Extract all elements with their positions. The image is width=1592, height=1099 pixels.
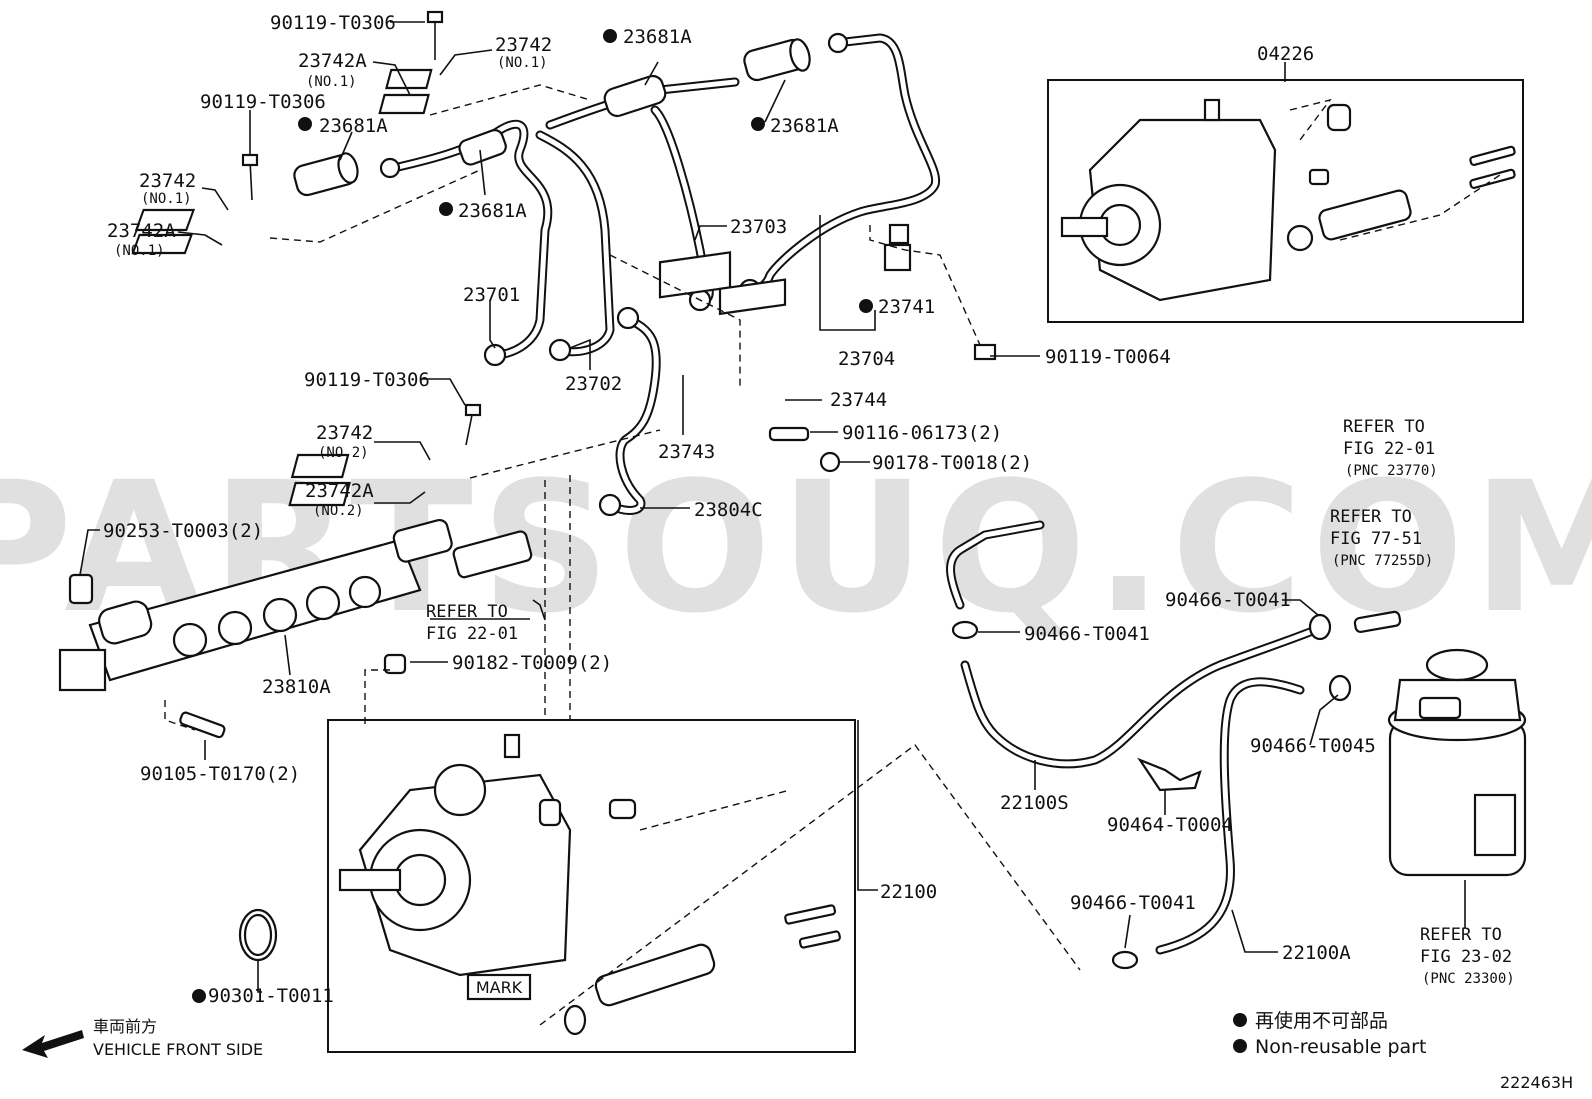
pressure-sensor bbox=[58, 648, 107, 692]
refer-2-line3: (PNC 77255D) bbox=[1332, 553, 1433, 569]
label-90253: 90253-T0003(2) bbox=[103, 520, 263, 542]
label-23741: 23741 bbox=[878, 296, 935, 318]
label-23742-a: 23742 bbox=[495, 34, 552, 56]
label-90466-t0041-b: 90466-T0041 bbox=[1165, 589, 1291, 611]
label-23742a-c-sub: (NO.2) bbox=[313, 503, 364, 519]
label-90105: 90105-T0170(2) bbox=[140, 763, 300, 785]
label-90119-t0306-a: 90119-T0306 bbox=[270, 12, 396, 34]
label-23742-c-sub: (NO.2) bbox=[318, 445, 369, 461]
label-90116: 90116-06173(2) bbox=[842, 422, 1002, 444]
label-23810a: 23810A bbox=[262, 676, 331, 698]
label-90301: 90301-T0011 bbox=[208, 985, 334, 1007]
label-23742a-b: 23742A bbox=[107, 220, 176, 242]
refer-4-line1: REFER TO bbox=[1420, 925, 1502, 945]
label-23742-c: 23742 bbox=[316, 422, 373, 444]
non-reusable-marker bbox=[192, 989, 206, 1003]
plug-90253 bbox=[68, 573, 94, 605]
mark-label-box bbox=[466, 973, 532, 1001]
label-90466-t0045: 90466-T0045 bbox=[1250, 735, 1376, 757]
non-reusable-marker bbox=[751, 117, 765, 131]
refer-1-line1: REFER TO bbox=[1343, 417, 1425, 437]
label-23703: 23703 bbox=[730, 216, 787, 238]
label-23701: 23701 bbox=[463, 284, 520, 306]
label-23681a-b: 23681A bbox=[623, 26, 692, 48]
direction-jp: 車両前方 bbox=[93, 1017, 157, 1036]
clamp-23742-no2 bbox=[288, 403, 482, 507]
non-reusable-marker bbox=[859, 299, 873, 313]
label-23743: 23743 bbox=[658, 441, 715, 463]
label-23704: 23704 bbox=[838, 348, 895, 370]
label-23742-b-sub: (NO.1) bbox=[141, 191, 192, 207]
label-23742a-a-sub: (NO.1) bbox=[306, 74, 357, 90]
refer-4-line2: FIG 23-02 bbox=[1420, 947, 1512, 967]
label-23742a-a: 23742A bbox=[298, 50, 367, 72]
label-23744: 23744 bbox=[830, 389, 887, 411]
pump-assembly-22100 bbox=[338, 733, 841, 1036]
label-22100: 22100 bbox=[880, 881, 937, 903]
label-90178: 90178-T0018(2) bbox=[872, 452, 1032, 474]
legend-marker-icon bbox=[1233, 1039, 1247, 1053]
clamp-23741 bbox=[883, 243, 912, 272]
direction-en: VEHICLE FRONT SIDE bbox=[93, 1040, 263, 1059]
injection-pipes bbox=[293, 32, 941, 517]
diagram-id: 222463H bbox=[1500, 1073, 1573, 1092]
label-90182: 90182-T0009(2) bbox=[452, 652, 612, 674]
label-90464: 90464-T0004 bbox=[1107, 814, 1233, 836]
mark-label: MARK bbox=[476, 978, 523, 997]
label-90466-t0041-a: 90466-T0041 bbox=[1024, 623, 1150, 645]
pump-assembly-04226 bbox=[1060, 98, 1516, 302]
box-22100 bbox=[327, 719, 856, 1053]
refer-notes: REFER TO FIG 22-01 (PNC 23770) REFER TO … bbox=[426, 417, 1515, 987]
label-04226: 04226 bbox=[1257, 43, 1314, 65]
label-90466-t0041-d: 90466-T0041 bbox=[1070, 892, 1196, 914]
clamp-23742-top bbox=[378, 10, 444, 115]
refer-1-line2: FIG 22-01 bbox=[1343, 439, 1435, 459]
label-22100a: 22100A bbox=[1282, 942, 1351, 964]
nut-90182 bbox=[383, 653, 407, 675]
refer-3-line2: FIG 22-01 bbox=[426, 624, 518, 644]
bolt-90119-t0064 bbox=[973, 343, 997, 361]
legend-en: Non-reusable part bbox=[1255, 1036, 1426, 1058]
label-90119-t0306-d: 90119-T0306 bbox=[304, 369, 430, 391]
leader-lines bbox=[79, 21, 1466, 993]
label-23742-a-sub: (NO.1) bbox=[497, 55, 548, 71]
legend: 再使用不可部品 Non-reusable part bbox=[1233, 1010, 1426, 1058]
label-90119-t0064: 90119-T0064 bbox=[1045, 346, 1171, 368]
label-23681a-d: 23681A bbox=[458, 200, 527, 222]
part-labels: 90119-T0306 23742 (NO.1) 23742A (NO.1) 9… bbox=[103, 12, 1376, 1007]
arrow-left-icon bbox=[22, 1030, 84, 1058]
refer-2-line1: REFER TO bbox=[1330, 507, 1412, 527]
label-23742a-c: 23742A bbox=[305, 480, 374, 502]
legend-marker-icon bbox=[1233, 1013, 1247, 1027]
clamp-23743 bbox=[658, 251, 732, 299]
non-reusable-marker bbox=[603, 29, 617, 43]
nut-90178 bbox=[819, 451, 841, 473]
fuel-hoses bbox=[946, 520, 1402, 970]
label-23681a-c: 23681A bbox=[770, 115, 839, 137]
label-23804c: 23804C bbox=[694, 499, 763, 521]
refer-1-line3: (PNC 23770) bbox=[1345, 463, 1438, 479]
label-23742a-b-sub: (NO.1) bbox=[114, 243, 165, 259]
label-23681a-a: 23681A bbox=[319, 115, 388, 137]
label-90119-t0306-b: 90119-T0306 bbox=[200, 91, 326, 113]
bolt-90105 bbox=[179, 711, 226, 739]
refer-3-line1: REFER TO bbox=[426, 602, 508, 622]
clamp-23744 bbox=[718, 278, 787, 316]
non-reusable-marker bbox=[439, 202, 453, 216]
fuel-filter bbox=[1387, 648, 1527, 877]
label-23742-b: 23742 bbox=[139, 170, 196, 192]
clamp-23742-left bbox=[131, 153, 259, 255]
assembly-lines bbox=[164, 84, 1501, 1026]
vehicle-front-indicator: 車両前方 VEHICLE FRONT SIDE bbox=[22, 1017, 263, 1059]
stud-90116 bbox=[768, 426, 810, 442]
legend-jp: 再使用不可部品 bbox=[1255, 1010, 1388, 1032]
non-reusable-marker bbox=[298, 117, 312, 131]
label-22100s: 22100S bbox=[1000, 792, 1069, 814]
common-rail-23810a bbox=[58, 518, 533, 739]
label-23702: 23702 bbox=[565, 373, 622, 395]
refer-2-line2: FIG 77-51 bbox=[1330, 529, 1422, 549]
refer-4-line3: (PNC 23300) bbox=[1422, 971, 1515, 987]
